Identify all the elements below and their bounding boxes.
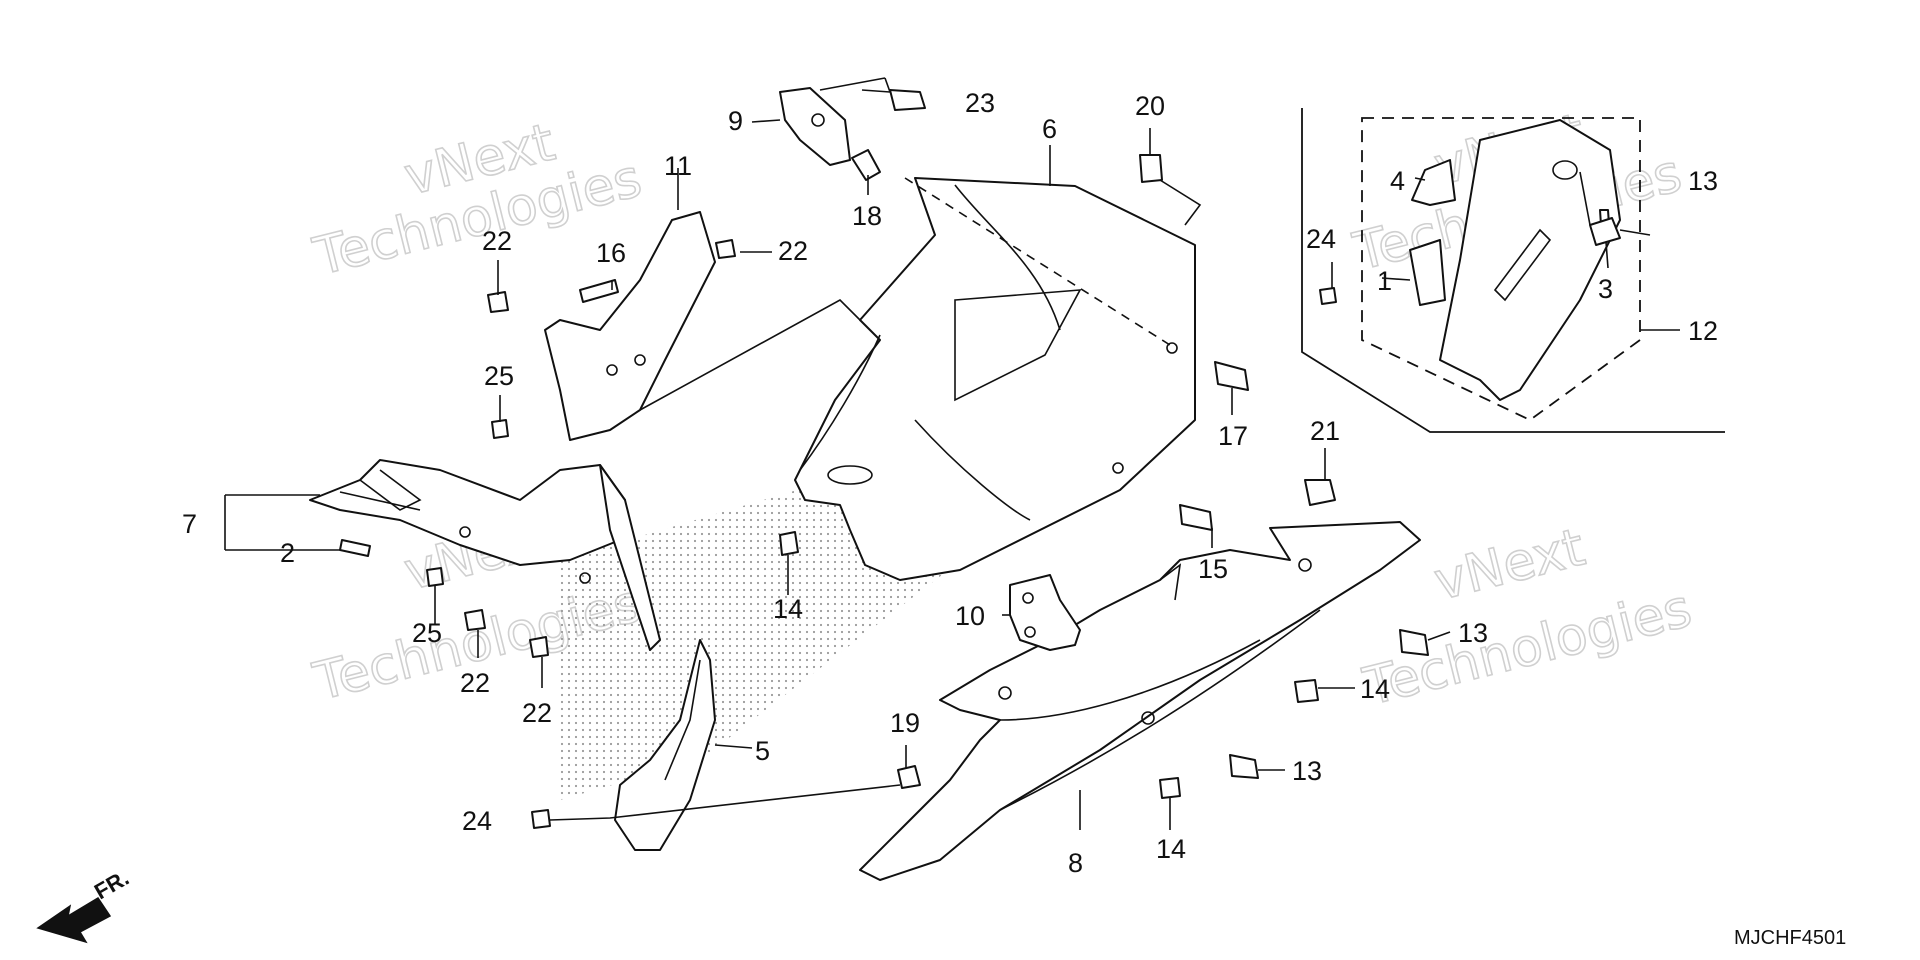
- callout-10: 10: [955, 601, 985, 631]
- callout-14-right: 14: [1360, 674, 1390, 704]
- callout-18: 18: [852, 201, 882, 231]
- part-4: [1411, 159, 1456, 206]
- part-10: [1009, 574, 1081, 651]
- callout-23: 23: [965, 88, 995, 118]
- callout-1: 1: [1377, 266, 1392, 296]
- callout-16: 16: [596, 238, 626, 268]
- watermark-line1: vNext: [1429, 518, 1591, 613]
- callout-14-left: 14: [773, 594, 803, 624]
- part-inner-bracket: [544, 211, 861, 441]
- callout-3: 3: [1598, 274, 1613, 304]
- callout-20: 20: [1135, 91, 1165, 121]
- callout-5: 5: [755, 736, 770, 766]
- leader-lines: [224, 77, 1680, 830]
- callout-4: 4: [1390, 166, 1405, 196]
- part-9: [779, 87, 851, 166]
- callout-2: 2: [280, 538, 295, 568]
- arrow-icon: [36, 896, 112, 944]
- part-upper-cowl: [794, 177, 1196, 581]
- part-2: [339, 539, 371, 557]
- drawing-code: MJCHF4501: [1734, 927, 1846, 949]
- callout-24-inset: 24: [1306, 224, 1336, 254]
- part-12-cover: [1439, 119, 1621, 401]
- inset-box: [1301, 108, 1725, 433]
- callout-22-bottom-left: 22: [460, 668, 490, 698]
- callout-13-upper: 13: [1458, 618, 1488, 648]
- callout-13-lower: 13: [1292, 756, 1322, 786]
- front-direction-indicator: FR.: [36, 865, 133, 944]
- callout-6: 6: [1042, 114, 1057, 144]
- callout-7: 7: [182, 509, 197, 539]
- callout-19: 19: [890, 708, 920, 738]
- part-under-cowl: [859, 521, 1421, 881]
- callout-21: 21: [1310, 416, 1340, 446]
- callout-15: 15: [1198, 554, 1228, 584]
- callout-8: 8: [1068, 848, 1083, 878]
- part-1: [1409, 239, 1446, 306]
- part-lower-inner-panel: [614, 639, 716, 851]
- callout-17: 17: [1218, 421, 1248, 451]
- callout-22-top-left: 22: [482, 226, 512, 256]
- callout-25-lower: 25: [412, 618, 442, 648]
- callout-22-bottom-right: 22: [522, 698, 552, 728]
- part-side-panel: [309, 459, 661, 651]
- callout-12: 12: [1688, 316, 1718, 346]
- callout-9: 9: [728, 106, 743, 136]
- callout-24-bottom: 24: [462, 806, 492, 836]
- fasteners: [426, 89, 1621, 829]
- callout-11: 11: [664, 151, 692, 181]
- callout-25-upper: 25: [484, 361, 514, 391]
- callouts: 1 2 3 4 5 6 7 8 9 10 11 12 13 13 13 14 1…: [182, 88, 1718, 878]
- callout-13-inset: 13: [1688, 166, 1718, 196]
- callout-22-top-right: 22: [778, 236, 808, 266]
- callout-14-bottom: 14: [1156, 834, 1186, 864]
